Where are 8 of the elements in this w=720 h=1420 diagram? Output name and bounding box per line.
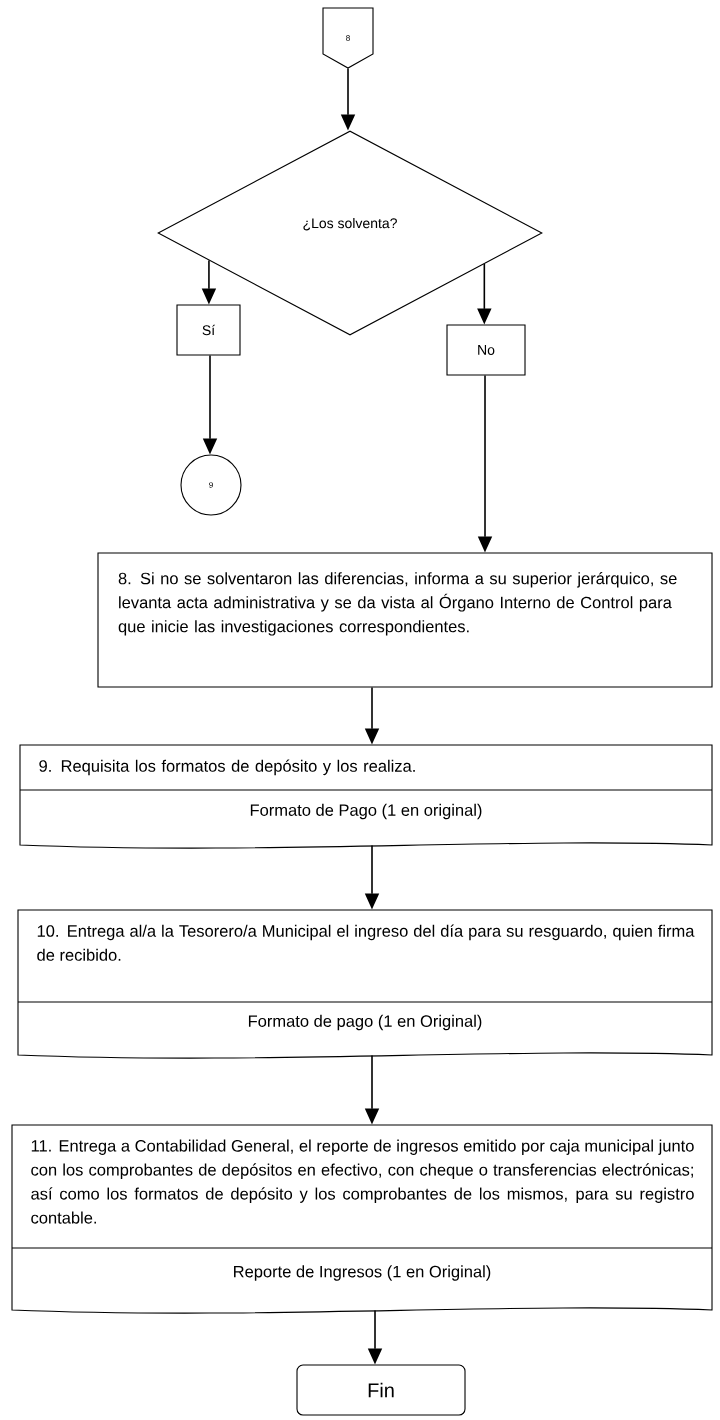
document-box: 10. Entrega al/a la Tesorero/a Municipal el ingreso del día para su resguardo, quien firma de recibido. Formato de pago (1 en Original)	[17, 909, 713, 1059]
offpage-connector: 8	[322, 7, 374, 69]
answer-box: No	[446, 324, 526, 376]
document-box: 11. Entrega a Contabilidad General, el reporte de ingresos emitido por caja municipal junto con los comprobantes de depósitos en efectivo, con cheque o transferencias electrónicas; así como los formatos de depósito y los comprobantes de los mismos, para su registro contable. Reporte de Ingresos (1 en Original)	[11, 1124, 713, 1314]
document-box: 9. Requisita los formatos de depósito y los realiza. Formato de Pago (1 en original)	[19, 744, 713, 849]
answer-box: Sí	[176, 304, 241, 356]
process-box: 8. Si no se solventaron las diferencias, informa a su superior jerárquico, se levanta acta administrativa y se da vista al Órgano Interno de Control para que inicie las investigaciones correspondientes.	[97, 552, 713, 688]
terminal-box: Fin	[296, 1364, 466, 1416]
